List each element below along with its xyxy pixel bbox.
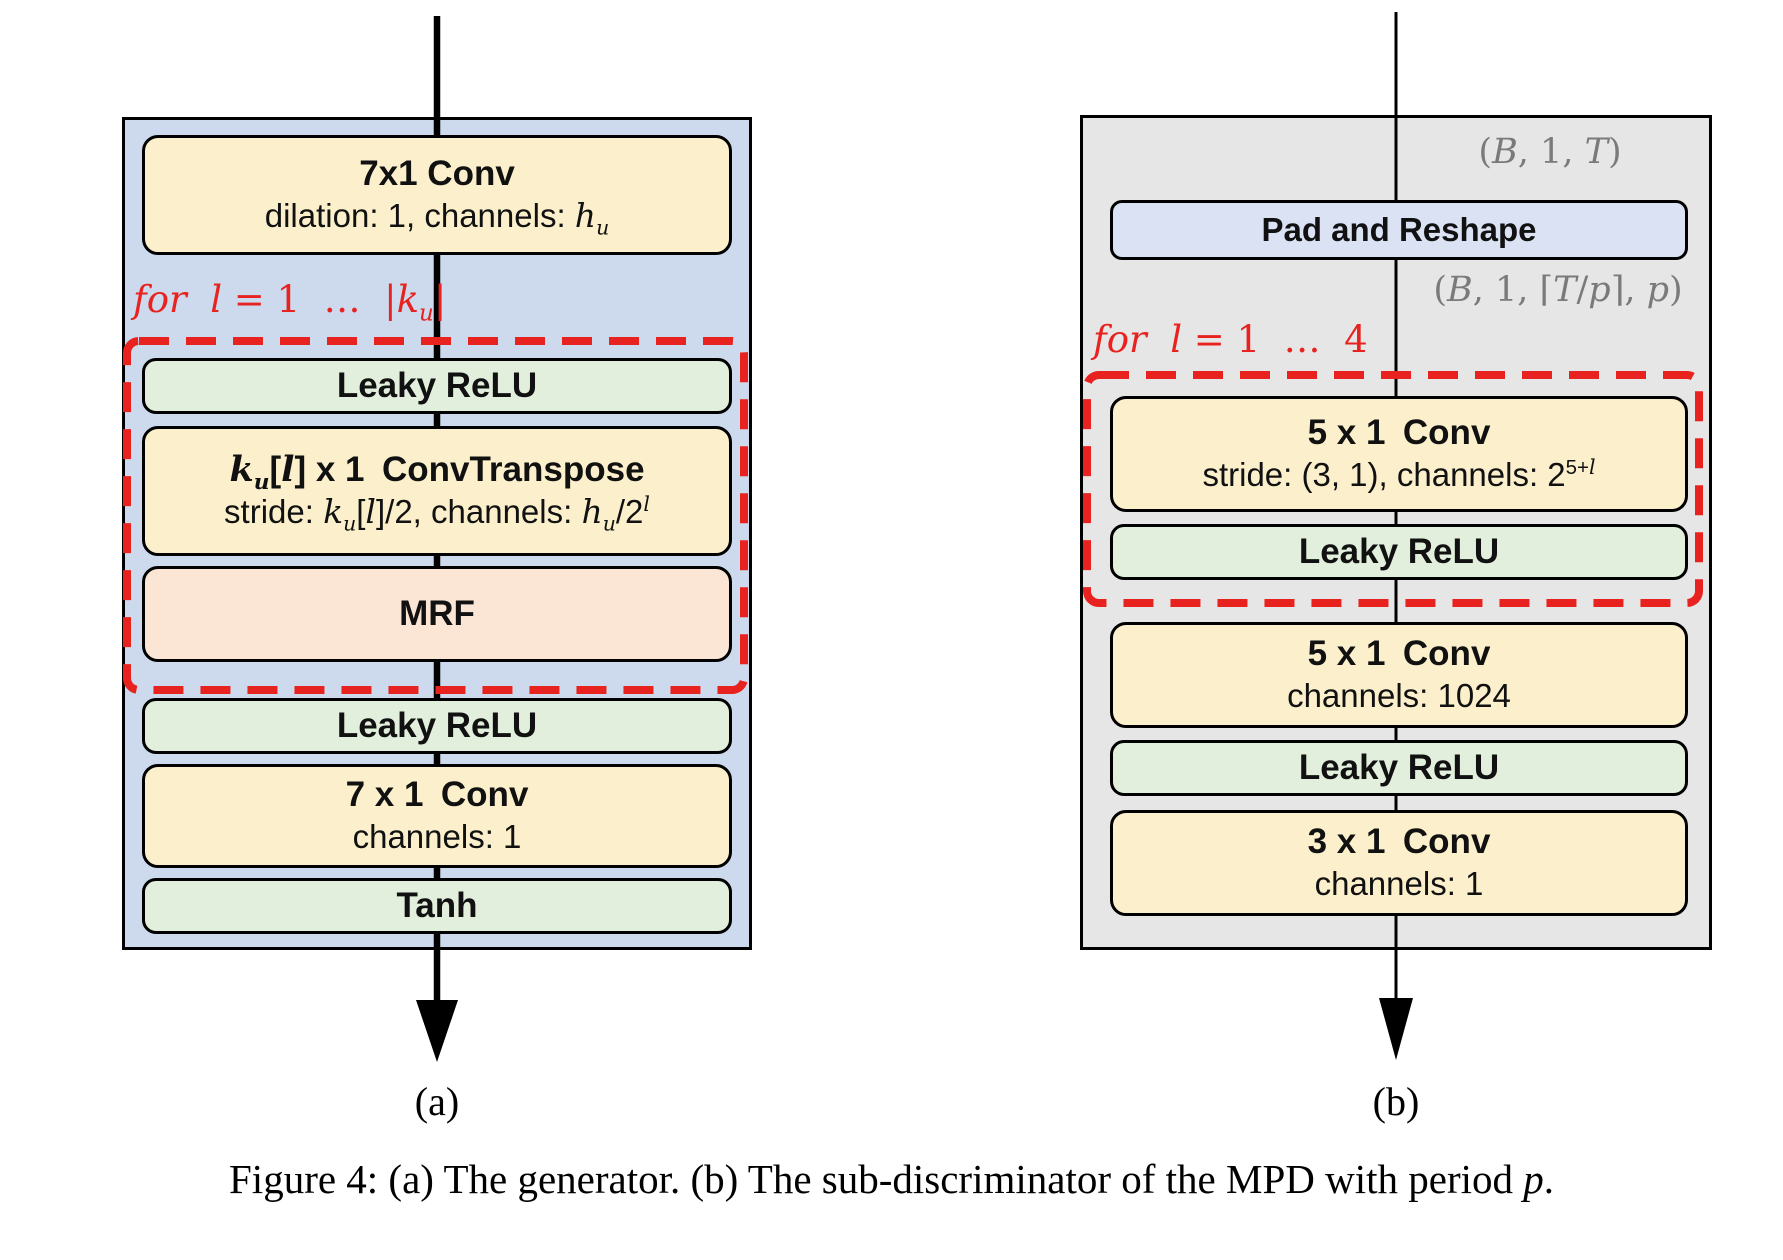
block-title: Leaky ReLU <box>336 706 538 745</box>
block-params: stride: ku[l]/2, channels: hu/2l <box>224 492 650 536</box>
block-title: Leaky ReLU <box>1298 532 1500 571</box>
input-tensor-shape-label: (B, 1, T) <box>1478 132 1622 172</box>
upsample-loop-label: for l = 1 … |ku| <box>133 278 447 327</box>
tanh-block: Tanh <box>142 878 732 934</box>
block-title: 7x1 Conv <box>359 154 515 194</box>
reshaped-tensor-shape-label: (B, 1, ⌈T/p⌉, p) <box>1433 270 1683 310</box>
block-title: Leaky ReLU <box>1298 748 1500 787</box>
block-title: Pad and Reshape <box>1261 211 1537 249</box>
figure-caption: Figure 4: (a) The generator. (b) The sub… <box>229 1156 1554 1202</box>
strided-conv-block: 5 x 1 Conv stride: (3, 1), channels: 25+… <box>1110 396 1688 512</box>
block-params: channels: 1 <box>352 818 522 856</box>
leaky-relu-block-b1: Leaky ReLU <box>1110 524 1688 580</box>
block-title: MRF <box>399 594 475 633</box>
block-params: channels: 1024 <box>1287 677 1511 715</box>
panel-a-label: (a) <box>414 1079 460 1124</box>
block-title: 3 x 1 Conv <box>1307 822 1491 862</box>
conv-1024-block: 5 x 1 Conv channels: 1024 <box>1110 622 1688 728</box>
conv-out-block-b: 3 x 1 Conv channels: 1 <box>1110 810 1688 916</box>
mrf-block: MRF <box>142 566 732 662</box>
leaky-relu-block-b2: Leaky ReLU <box>1110 740 1688 796</box>
discriminator-loop-label: for l = 1 … 4 <box>1093 318 1368 361</box>
block-title: 5 x 1 Conv <box>1307 634 1491 674</box>
leaky-relu-block-a1: Leaky ReLU <box>142 358 732 414</box>
block-title: 5 x 1 Conv <box>1307 413 1491 453</box>
block-params: stride: (3, 1), channels: 25+l <box>1202 455 1596 494</box>
pad-and-reshape-block: Pad and Reshape <box>1110 200 1688 260</box>
conv-transpose-block: ku[l] x 1 ConvTranspose stride: ku[l]/2,… <box>142 426 732 556</box>
block-params: channels: 1 <box>1314 865 1484 903</box>
panel-b-label: (b) <box>1372 1079 1420 1124</box>
leaky-relu-block-a2: Leaky ReLU <box>142 698 732 754</box>
block-params: dilation: 1, channels: hu <box>264 196 610 240</box>
block-title: Tanh <box>396 886 478 925</box>
block-title: ku[l] x 1 ConvTranspose <box>229 449 645 496</box>
block-title: Leaky ReLU <box>336 366 538 405</box>
block-title: 7 x 1 Conv <box>345 775 529 815</box>
conv-output-block: 7 x 1 Conv channels: 1 <box>142 764 732 868</box>
conv-input-block: 7x1 Conv dilation: 1, channels: hu <box>142 135 732 255</box>
